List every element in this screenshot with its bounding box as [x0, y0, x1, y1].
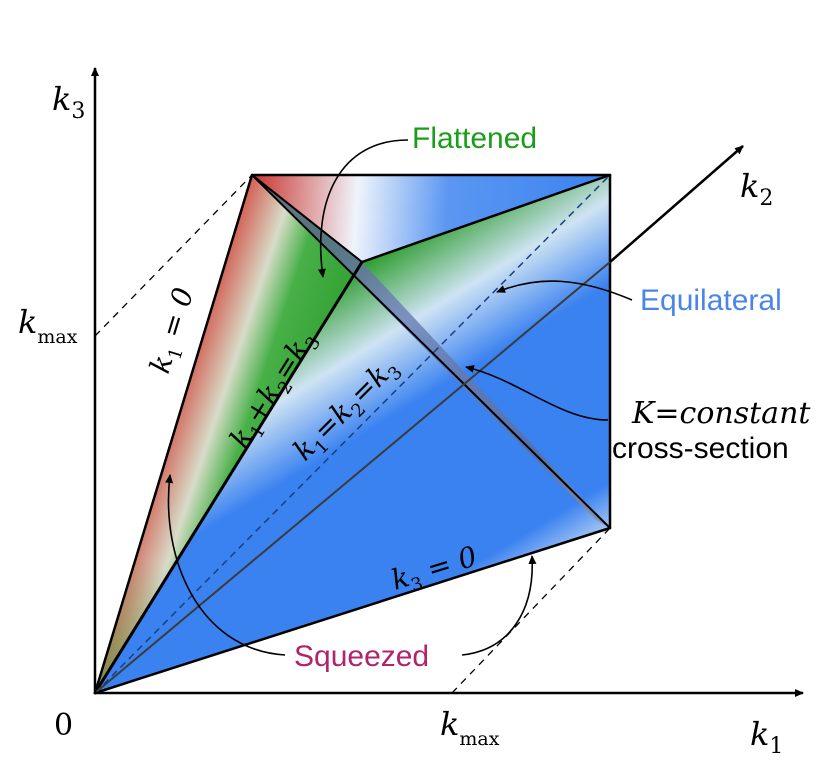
face-top	[252, 175, 610, 262]
callout-arrows	[165, 139, 633, 656]
axes	[91, 67, 804, 697]
kmax-projection-k3	[94, 174, 253, 337]
k3-axis-label: k3	[52, 80, 85, 124]
edge-k3-zero	[93, 526, 612, 695]
k2-axis-interior	[94, 261, 611, 694]
k2-axis-label: k2	[740, 167, 773, 211]
origin-label: 0	[54, 708, 73, 743]
equilateral-arrow	[496, 280, 633, 301]
edge-k1-zero	[93, 173, 254, 695]
flattened-label: Flattened	[412, 122, 537, 155]
equilateral-line	[94, 174, 611, 694]
equilateral-label: Equilateral	[640, 284, 782, 317]
kmax-projections	[94, 174, 611, 694]
flattened-arrow	[317, 139, 409, 278]
edge-cross-top	[251, 174, 363, 263]
face-left-shadow	[95, 175, 362, 693]
edge-cross-diagonal	[251, 174, 611, 529]
squeezed-arrow-right	[461, 555, 537, 656]
constant-k-label: K=constant	[631, 396, 811, 431]
squeezed-arrow-left	[165, 474, 286, 656]
k2-axis	[609, 145, 744, 263]
edge-top-front	[360, 173, 612, 264]
edge-flattened	[93, 260, 364, 695]
tetrahedron-edges	[93, 173, 612, 695]
constant-k-arrow	[465, 364, 609, 421]
cross-section-label: cross-section	[612, 432, 789, 465]
k1-axis-label: k1	[750, 715, 783, 759]
squeezed-label: Squeezed	[294, 640, 429, 673]
kmax-label-k1-axis: kmax	[440, 705, 500, 750]
kmax-label-k3-axis: kmax	[18, 303, 78, 348]
